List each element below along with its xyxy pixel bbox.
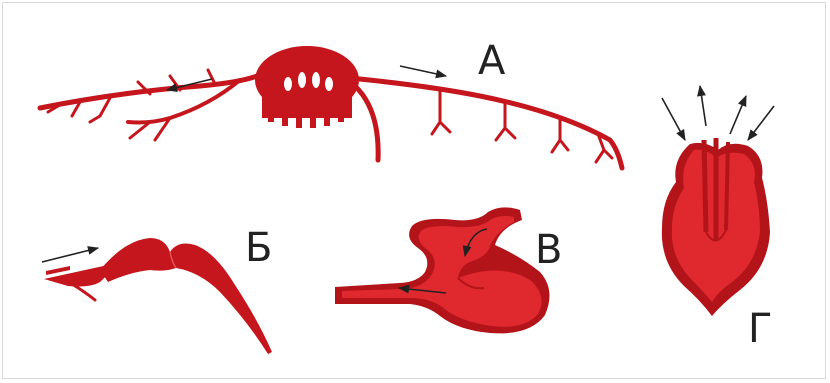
diagram-g-heart — [662, 138, 770, 316]
diagram-g-arrow-1 — [662, 98, 685, 140]
diagram-g-arrow-4 — [748, 106, 774, 140]
label-g: Г — [748, 309, 772, 349]
diagram-g-arrow-3 — [730, 96, 746, 134]
diagram-v-heart — [335, 207, 549, 333]
diagram-g-arrow-2 — [700, 86, 706, 126]
diagram-b-arrow — [42, 248, 98, 262]
diagram-a-heart-body — [255, 46, 359, 128]
diagram-b-heart — [44, 238, 272, 354]
label-a: А — [478, 41, 505, 81]
label-v: В — [535, 230, 562, 270]
label-b: Б — [245, 228, 272, 268]
diagram-a-arrow-right — [400, 66, 446, 76]
